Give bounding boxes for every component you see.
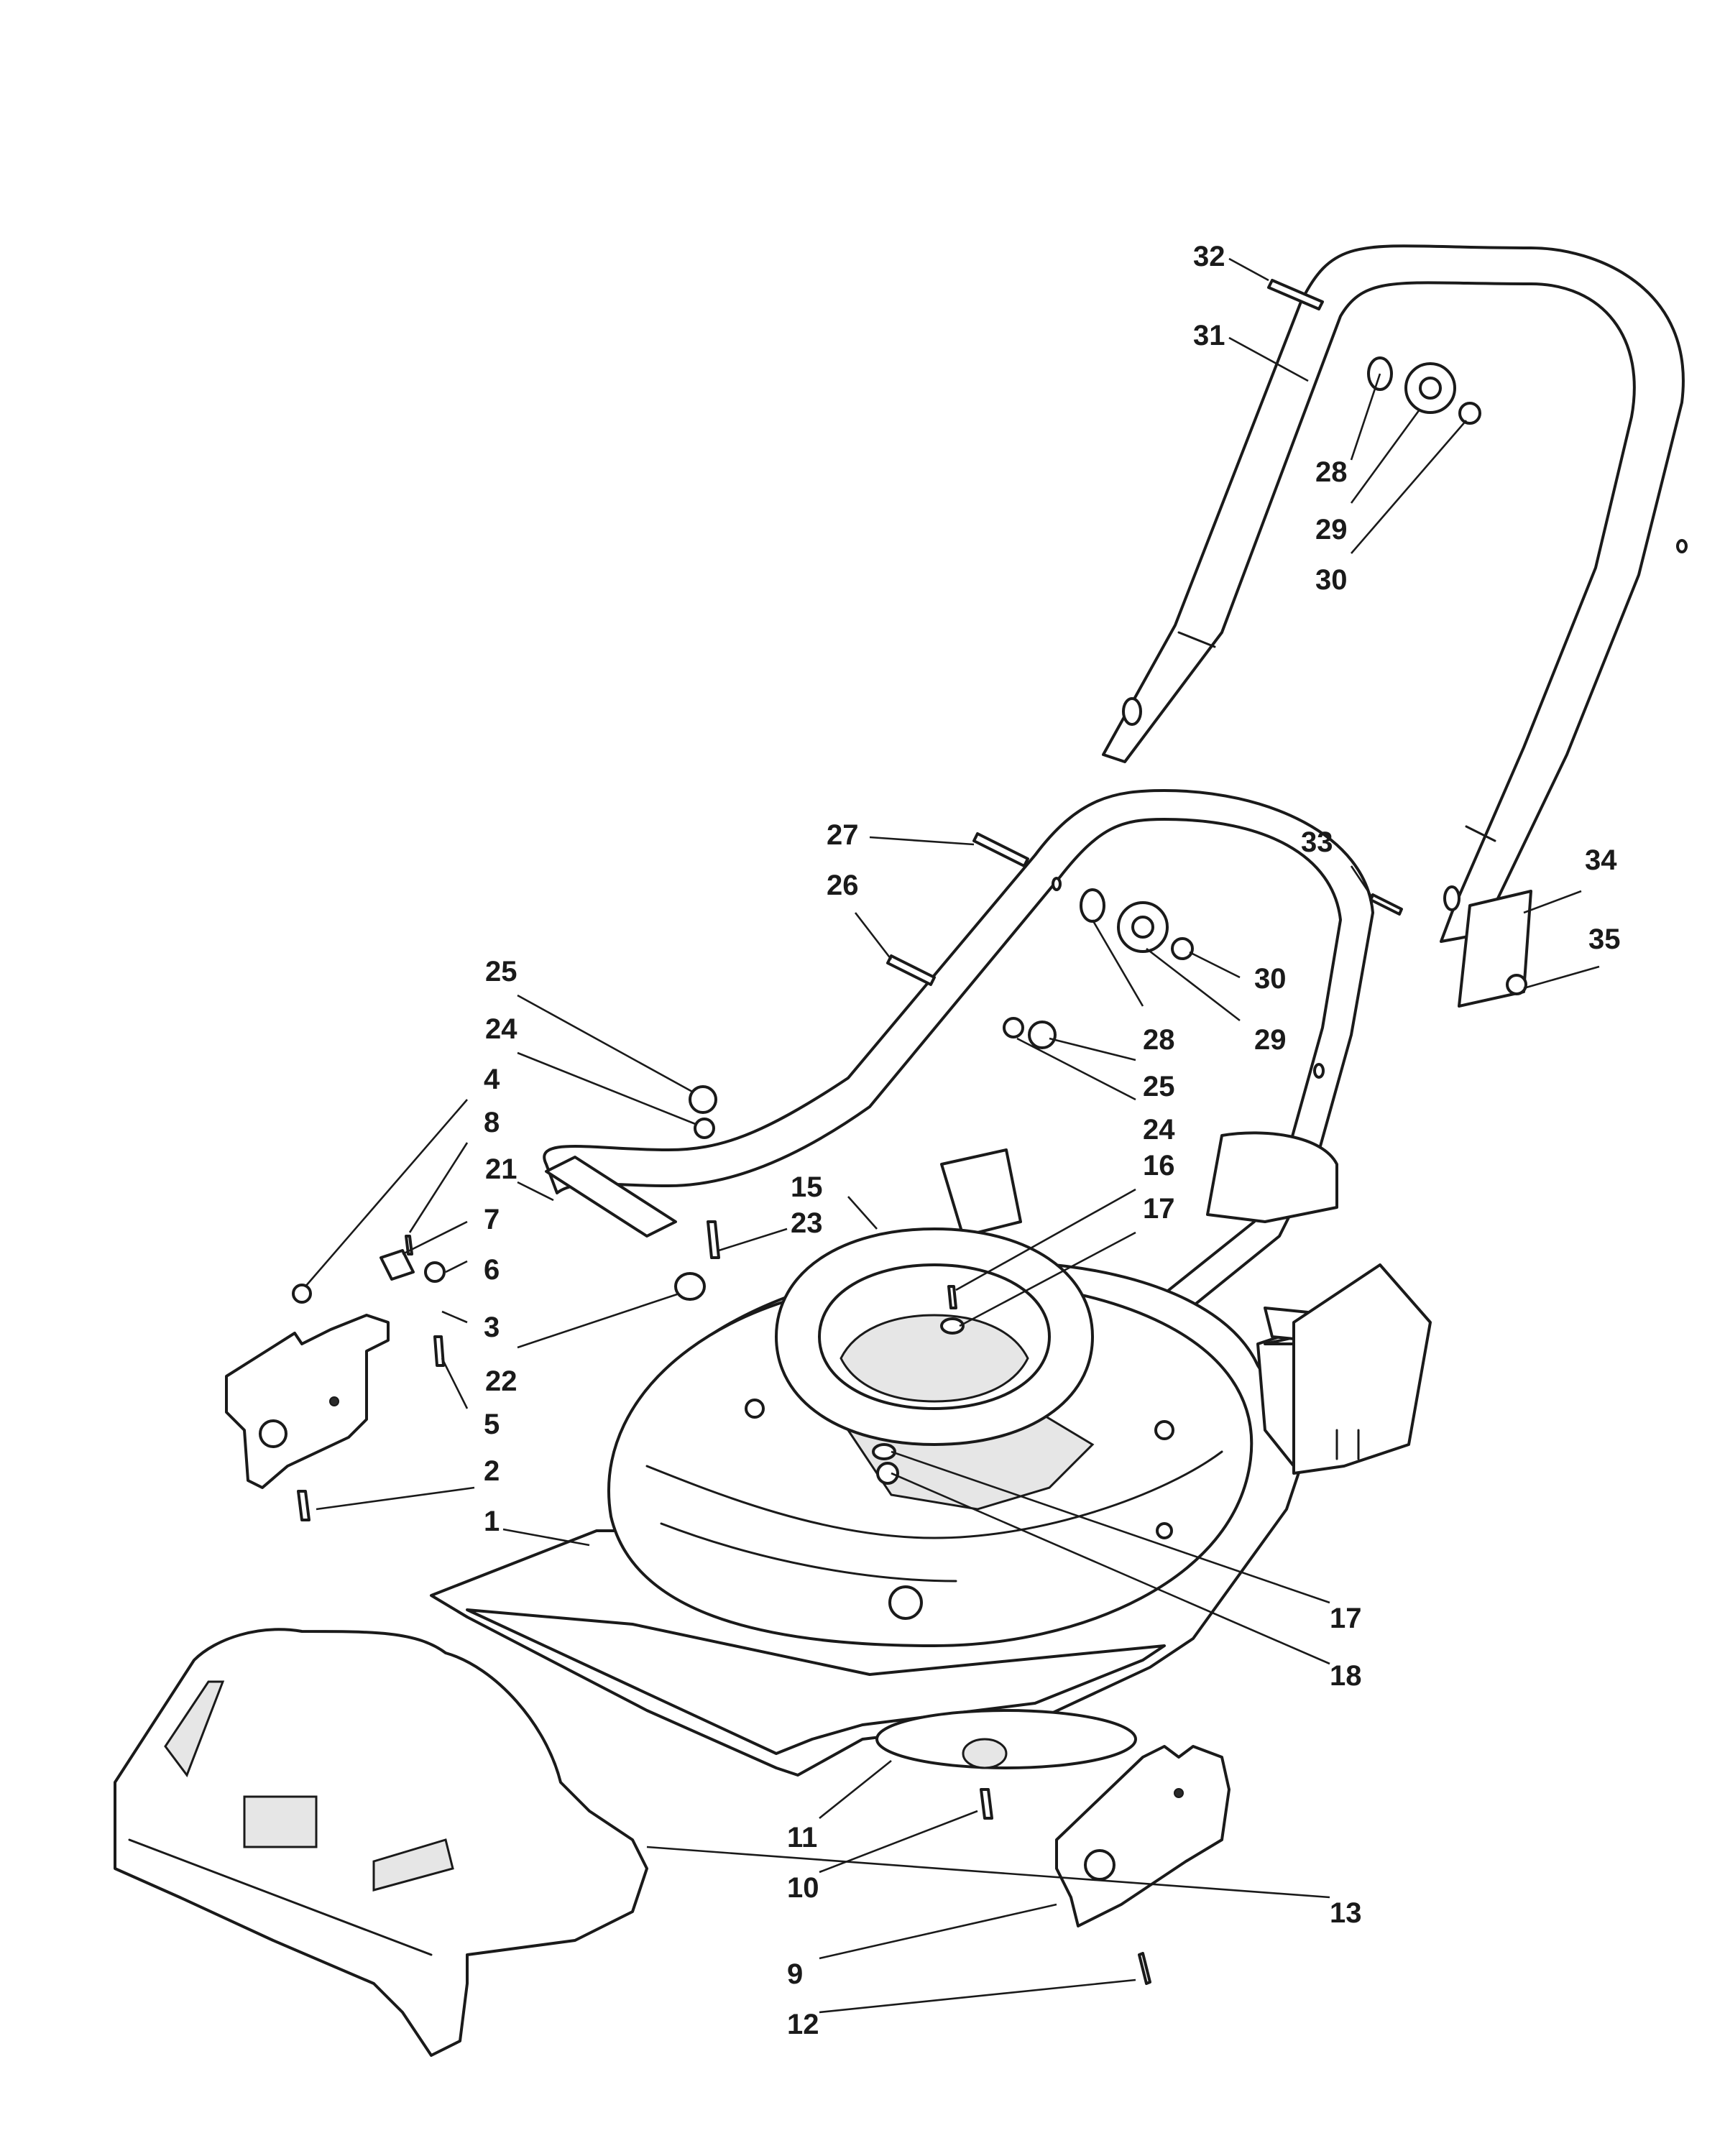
callout-11: 11: [787, 1822, 817, 1853]
nut-6: [424, 1261, 446, 1283]
callout-30-lower: 30: [1254, 963, 1287, 995]
callout-8: 8: [484, 1107, 500, 1138]
callout-16: 16: [1143, 1150, 1175, 1181]
callout-22: 22: [485, 1365, 518, 1397]
bolt-23: [707, 1220, 720, 1259]
callout-21: 21: [485, 1153, 518, 1185]
callout-24-left: 24: [485, 1013, 518, 1045]
bolt-10: [980, 1788, 993, 1820]
nut-30-upper: [1458, 402, 1481, 425]
callout-17-lower: 17: [1330, 1603, 1362, 1634]
left-height-bracket: [225, 1314, 390, 1489]
deck-ring: [775, 1227, 1094, 1446]
callout-24-right: 24: [1143, 1114, 1175, 1146]
mower-deck: [430, 1131, 1389, 1777]
callout-28-upper: 28: [1315, 456, 1348, 488]
callout-29-upper: 29: [1315, 514, 1348, 545]
cap-25-right: [1028, 1021, 1057, 1049]
leader-lines: [305, 257, 1600, 2014]
hardware: [292, 279, 1532, 1985]
nut-18: [876, 1462, 899, 1485]
callout-5: 5: [484, 1409, 500, 1440]
callout-32: 32: [1193, 241, 1225, 272]
callout-25-right: 25: [1143, 1071, 1175, 1102]
front-hood: [114, 1628, 648, 2057]
callout-10: 10: [787, 1872, 819, 1904]
right-height-bracket: [1055, 1745, 1230, 1927]
clip-7: [380, 1249, 415, 1281]
screw-12: [1138, 1952, 1151, 1985]
callout-18: 18: [1330, 1660, 1362, 1692]
callout-7: 7: [484, 1204, 500, 1235]
callout-9: 9: [787, 1958, 803, 1990]
nut-4: [292, 1284, 312, 1304]
nut-24-left: [694, 1118, 715, 1139]
callout-31: 31: [1193, 320, 1225, 351]
callout-27: 27: [827, 819, 859, 851]
callout-34: 34: [1585, 844, 1617, 876]
bolt-26: [886, 954, 936, 986]
nut-24-right: [1003, 1017, 1024, 1038]
callout-23: 23: [791, 1207, 823, 1239]
callout-26: 26: [827, 870, 859, 901]
callout-13: 13: [1330, 1897, 1362, 1929]
rear-deflector: [1292, 1263, 1432, 1475]
cap-25-left: [689, 1085, 717, 1114]
bolt-5: [433, 1335, 445, 1367]
bolt-27: [972, 832, 1029, 867]
washer-17-lower: [872, 1443, 896, 1460]
bolt-32: [1267, 279, 1324, 310]
washer-17-upper: [940, 1317, 965, 1335]
nut-30-lower: [1171, 937, 1194, 960]
callout-12: 12: [787, 2009, 819, 2040]
callout-6: 6: [484, 1254, 500, 1286]
callout-2: 2: [484, 1455, 500, 1487]
callout-17-upper: 17: [1143, 1193, 1175, 1225]
callout-labels: 32 31 28 29 30 27 26 33 34 35 30 29 28 2…: [484, 241, 1621, 2040]
bolt-33: [1369, 893, 1403, 916]
plug-22: [674, 1272, 706, 1301]
callout-33: 33: [1301, 826, 1333, 858]
callout-29-lower: 29: [1254, 1024, 1287, 1056]
callout-35: 35: [1588, 923, 1621, 955]
callout-3: 3: [484, 1312, 500, 1343]
bolt-16: [947, 1285, 957, 1309]
callout-1: 1: [484, 1506, 500, 1537]
callout-25-left: 25: [485, 956, 518, 987]
upper-handle: [1102, 244, 1688, 943]
callout-30-upper: 30: [1315, 564, 1348, 596]
callout-28-lower: 28: [1143, 1024, 1175, 1056]
washer-28-lower: [1080, 888, 1105, 923]
nut-35: [1506, 974, 1527, 995]
callout-4: 4: [484, 1064, 500, 1095]
callout-15: 15: [791, 1171, 823, 1203]
bolt-2: [297, 1490, 310, 1521]
